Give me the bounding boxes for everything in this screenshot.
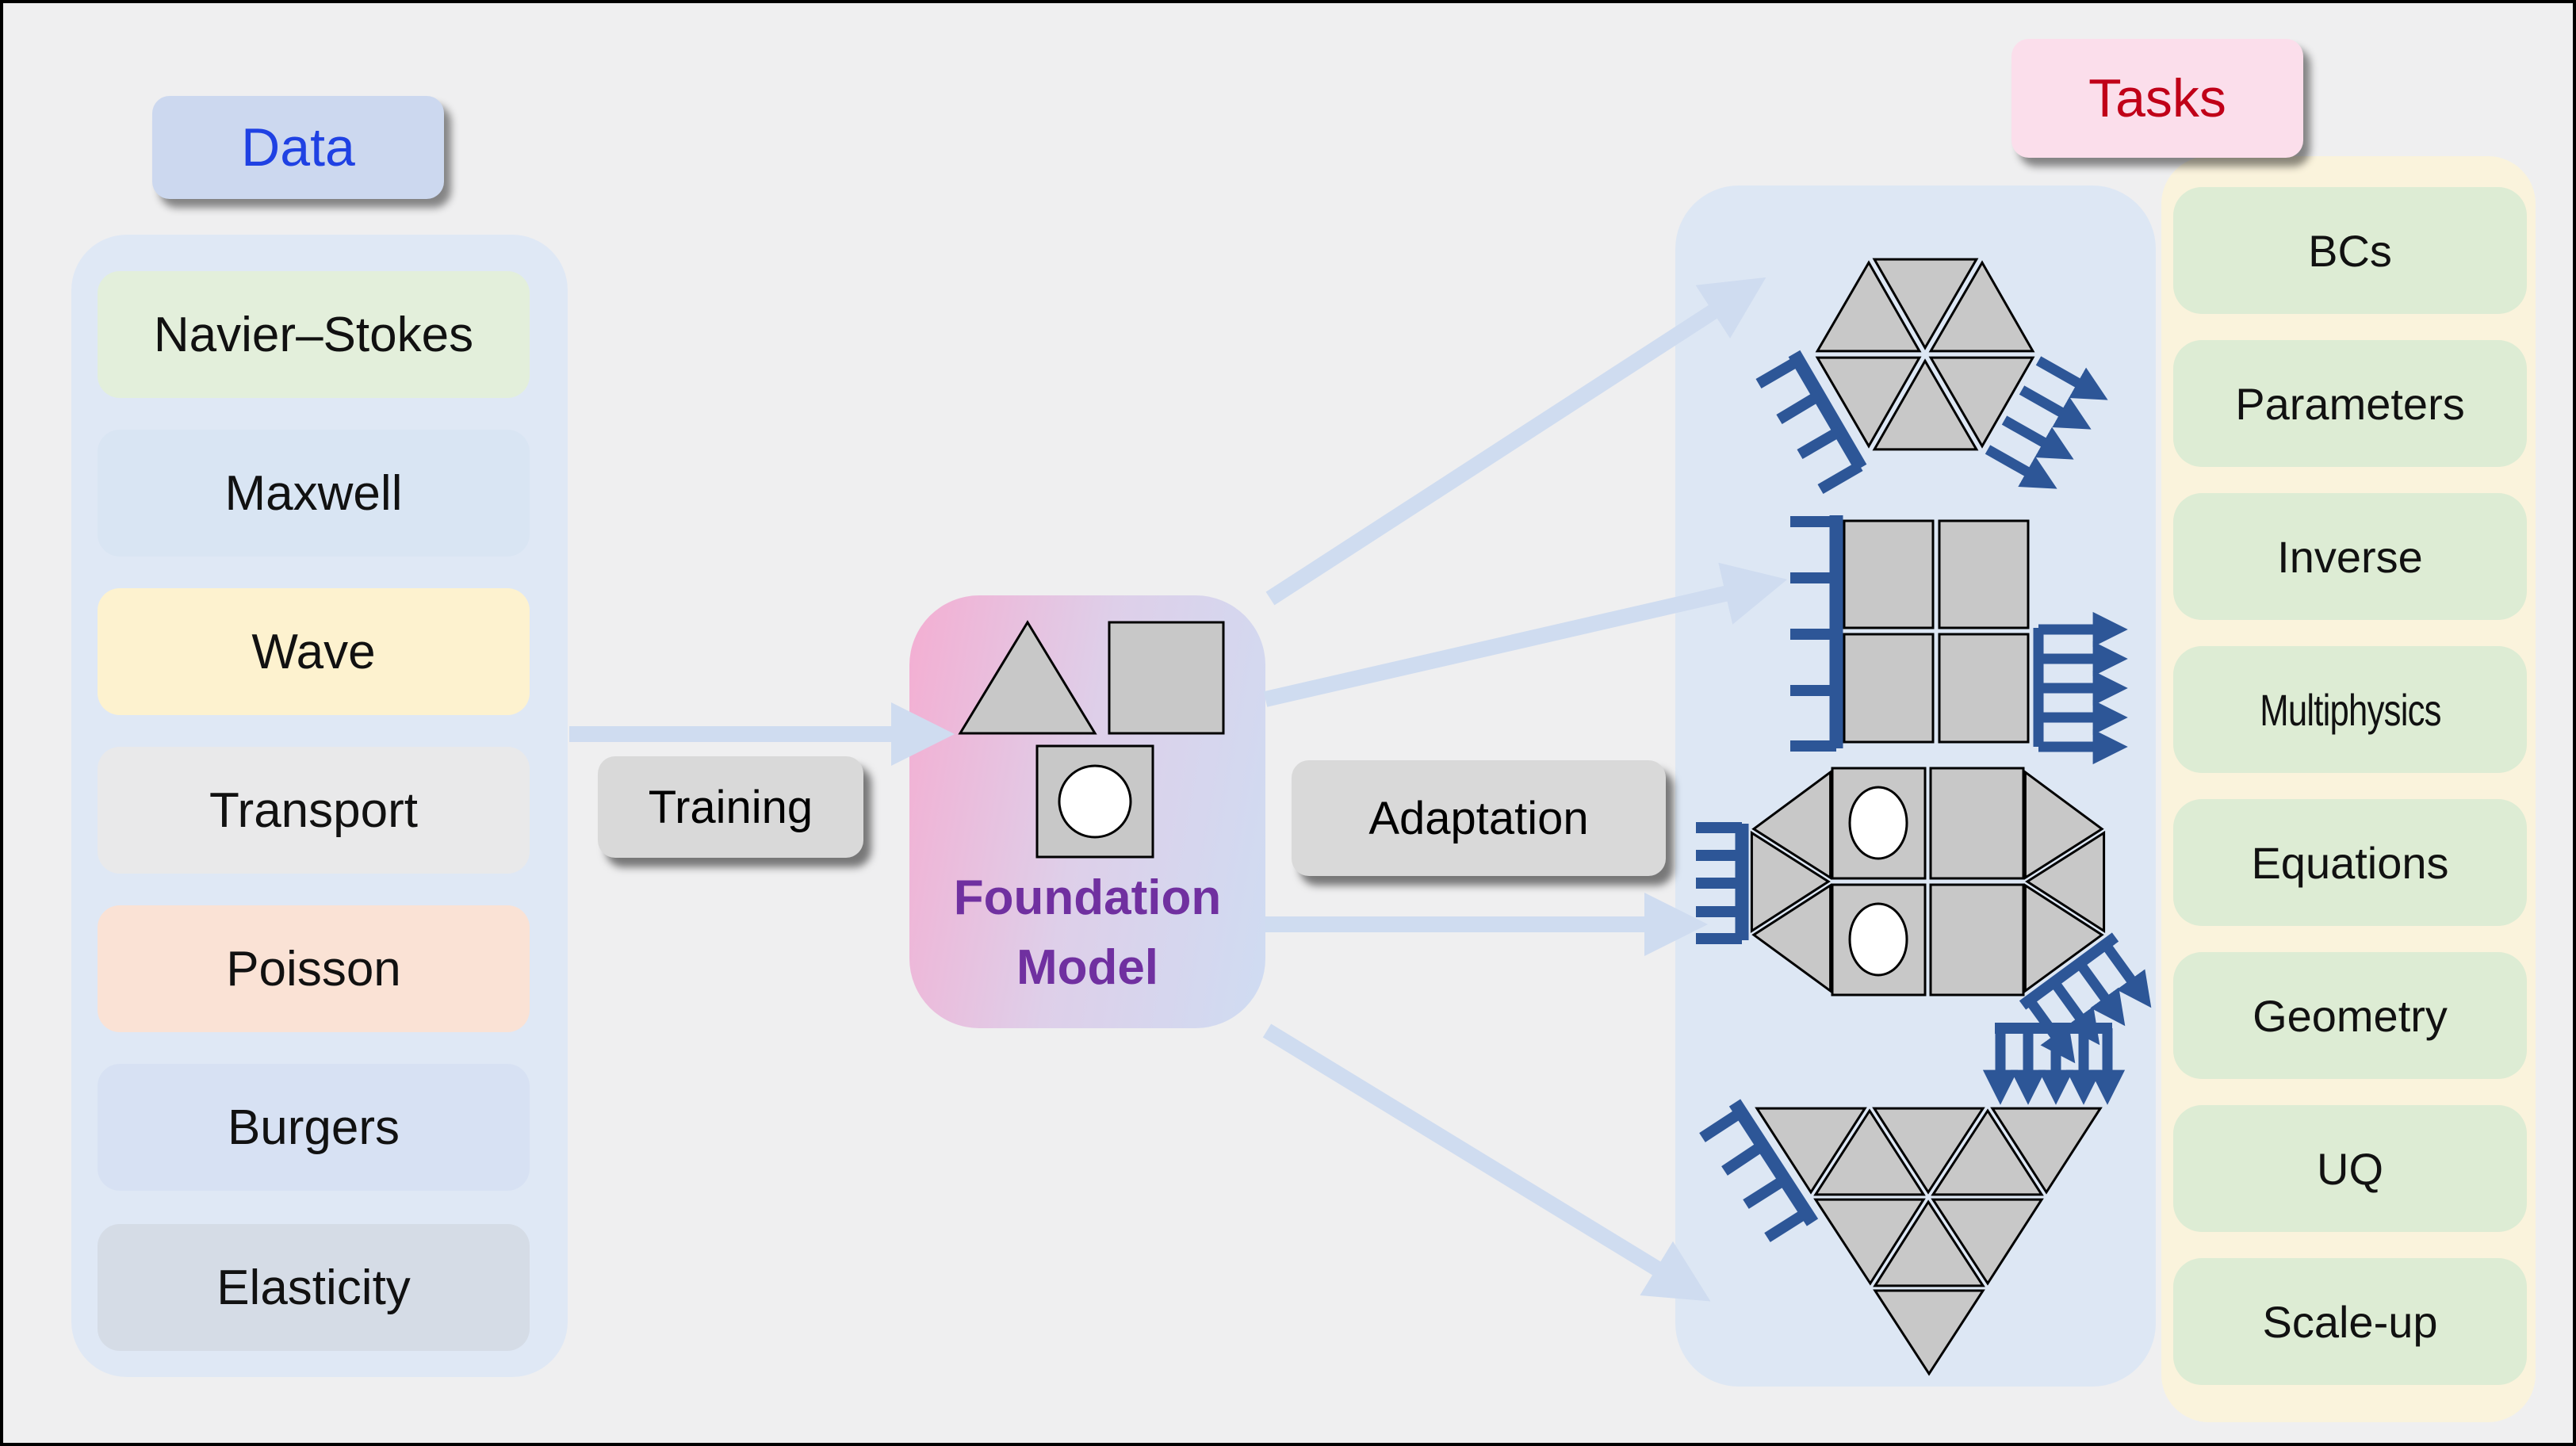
foundation-model-title-line1: Foundation — [953, 870, 1222, 925]
data-item-label: Poisson — [226, 941, 401, 997]
data-item-label: Burgers — [227, 1100, 400, 1155]
load-arrows-icon — [2019, 932, 2152, 1064]
triangle-shape-icon — [958, 620, 1097, 735]
task-item-geometry: Geometry — [2173, 952, 2527, 1079]
hole-icon — [1058, 764, 1132, 839]
data-item-label: Transport — [209, 782, 418, 838]
data-item-label: Navier–Stokes — [153, 307, 474, 362]
task-item-label: Scale-up — [2262, 1296, 2438, 1347]
data-section-label-text: Data — [241, 117, 355, 178]
fixed-support-icon — [1696, 822, 1749, 944]
square-shape-icon — [1108, 621, 1225, 735]
load-arrows-icon — [1985, 356, 2108, 489]
data-item-maxwell: Maxwell — [98, 430, 530, 557]
fixed-support-icon — [1699, 1099, 1819, 1242]
task-item-label: Multiphysics — [2259, 684, 2441, 735]
task-item-label: BCs — [2308, 225, 2392, 276]
data-item-label: Elasticity — [216, 1260, 411, 1315]
adaptation-step-box: Adaptation — [1292, 760, 1666, 876]
triangle-mesh-illustration — [1699, 1023, 2126, 1376]
load-arrows-icon — [2033, 611, 2128, 765]
task-item-parameters: Parameters — [2173, 340, 2527, 467]
tasks-section-label: Tasks — [2011, 39, 2303, 158]
training-step-box: Training — [598, 756, 863, 858]
task-item-equations: Equations — [2173, 799, 2527, 926]
data-item-transport: Transport — [98, 747, 530, 874]
quad-mesh-illustration — [1790, 515, 2128, 765]
training-step-label: Training — [648, 781, 813, 833]
fan-arrow-to-triangle-mesh — [1262, 1023, 1711, 1302]
fixed-support-icon — [1755, 350, 1867, 495]
task-item-label: Inverse — [2277, 531, 2423, 582]
hole-icon — [1848, 902, 1908, 977]
task-item-uq: UQ — [2173, 1105, 2527, 1232]
data-section-label: Data — [152, 96, 444, 199]
data-item-wave: Wave — [98, 588, 530, 715]
task-item-label: UQ — [2317, 1143, 2383, 1194]
data-item-label: Maxwell — [224, 465, 403, 521]
data-item-poisson: Poisson — [98, 905, 530, 1032]
fan-arrow-to-hexagon-mesh — [1265, 277, 1766, 606]
foundation-model-title: Foundation Model — [909, 863, 1265, 1003]
task-item-label: Geometry — [2253, 990, 2448, 1041]
task-item-scale-up: Scale-up — [2173, 1258, 2527, 1385]
foundation-model-title-line2: Model — [1016, 940, 1159, 995]
fan-arrow-to-quad-mesh — [1263, 562, 1788, 707]
hexagon-mesh-illustration — [1755, 258, 2108, 495]
foundation-model-shapes — [958, 620, 1225, 859]
adaptation-step-label: Adaptation — [1368, 792, 1589, 844]
data-item-elasticity: Elasticity — [98, 1224, 530, 1351]
data-item-label: Wave — [251, 624, 376, 679]
hole-icon — [1848, 786, 1908, 860]
distributed-load-icon — [1982, 1023, 2126, 1105]
tasks-section-label-text: Tasks — [2088, 68, 2226, 128]
mixed-mesh-with-holes-illustration — [1696, 767, 2152, 1064]
fixed-support-icon — [1790, 515, 1843, 752]
task-item-inverse: Inverse — [2173, 493, 2527, 620]
data-item-burgers: Burgers — [98, 1064, 530, 1191]
diagram-graphics-layer — [569, 258, 2152, 1376]
task-item-label: Parameters — [2235, 378, 2465, 429]
data-item-navier-stokes: Navier–Stokes — [98, 271, 530, 398]
task-item-label: Equations — [2251, 837, 2449, 888]
task-item-multiphysics: Multiphysics — [2173, 646, 2527, 773]
task-item-bcs: BCs — [2173, 187, 2527, 314]
